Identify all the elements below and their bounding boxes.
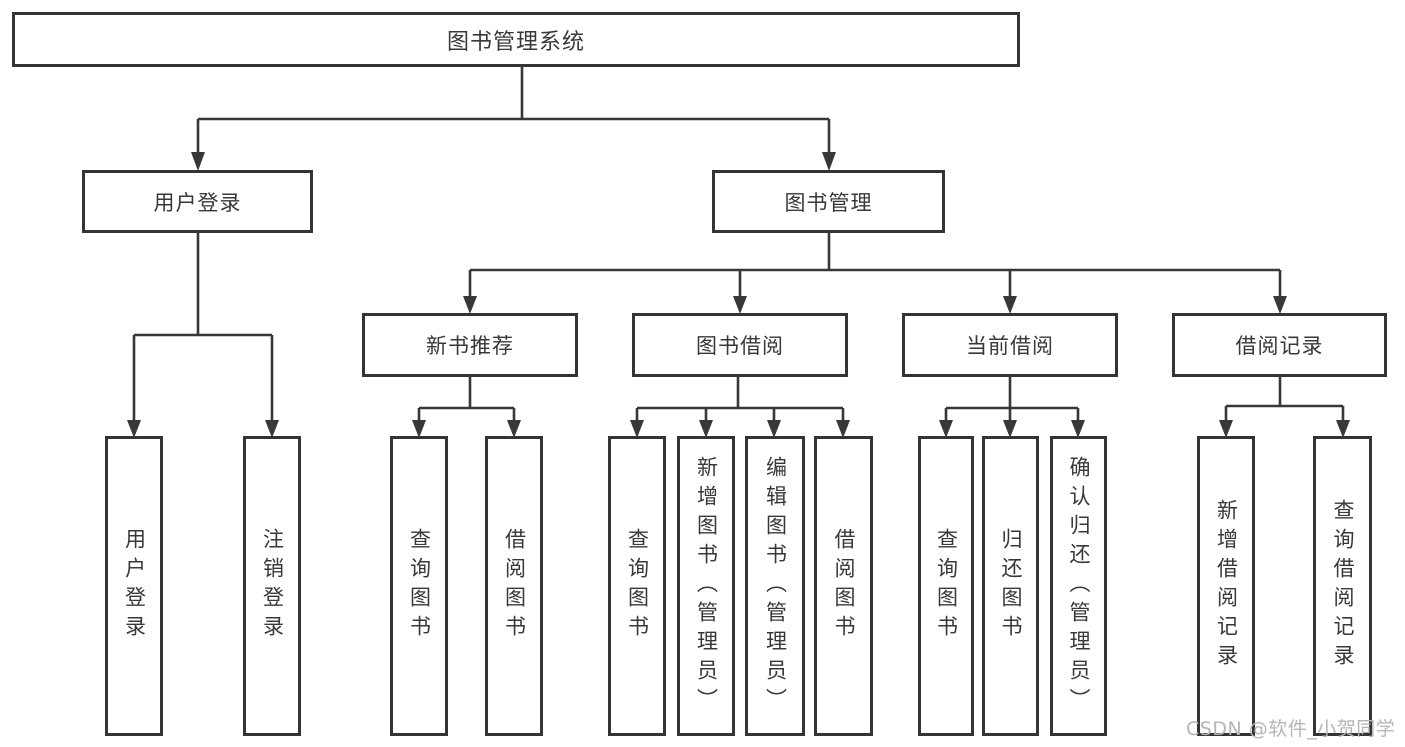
leaf-label: 确认归还（管理员）	[1067, 455, 1091, 717]
node-leaf-add-borrow-record: 新增借阅记录	[1197, 436, 1255, 736]
leaf-label: 借阅图书	[502, 528, 527, 644]
node-leaf-user-login: 用户登录	[105, 436, 163, 736]
connector-paths	[132, 66, 1345, 422]
node-leaf-edit-book-admin: 编辑图书（管理员）	[745, 436, 805, 736]
node-leaf-query-books-borrow: 查询图书	[608, 436, 666, 736]
node-leaf-return-book: 归还图书	[982, 436, 1039, 736]
node-book-management: 图书管理	[712, 170, 945, 233]
node-book-borrow: 图书借阅	[632, 313, 848, 377]
node-leaf-query-books-current: 查询图书	[918, 436, 974, 736]
arrowheads	[127, 152, 1350, 438]
leaf-label: 注销登录	[260, 528, 285, 644]
node-library-management-system: 图书管理系统	[12, 12, 1020, 67]
leaf-label: 查询借阅记录	[1331, 499, 1355, 673]
node-leaf-query-borrow-record: 查询借阅记录	[1313, 436, 1372, 736]
node-leaf-add-book-admin: 新增图书（管理员）	[677, 436, 735, 736]
node-current-borrow: 当前借阅	[902, 313, 1118, 377]
node-user-login: 用户登录	[82, 170, 313, 233]
leaf-label: 用户登录	[122, 528, 147, 644]
node-leaf-borrow-books-recommend: 借阅图书	[485, 436, 543, 736]
csdn-watermark: CSDN @软件_小贺同学	[1186, 718, 1396, 740]
node-leaf-query-books-recommend: 查询图书	[390, 436, 448, 736]
leaf-label: 查询图书	[625, 528, 650, 644]
node-borrow-records: 借阅记录	[1172, 313, 1387, 377]
node-new-book-recommend: 新书推荐	[362, 313, 578, 377]
leaf-label: 借阅图书	[832, 528, 856, 644]
node-leaf-confirm-return-admin: 确认归还（管理员）	[1050, 436, 1107, 736]
node-leaf-logout: 注销登录	[243, 436, 301, 736]
leaf-label: 查询图书	[407, 528, 432, 644]
leaf-label: 查询图书	[934, 528, 959, 644]
leaf-label: 新增借阅记录	[1214, 499, 1239, 673]
leaf-label: 编辑图书（管理员）	[763, 455, 788, 717]
leaf-label: 新增图书（管理员）	[694, 455, 719, 717]
node-leaf-borrow-books: 借阅图书	[814, 436, 873, 736]
leaf-label: 归还图书	[999, 528, 1023, 644]
